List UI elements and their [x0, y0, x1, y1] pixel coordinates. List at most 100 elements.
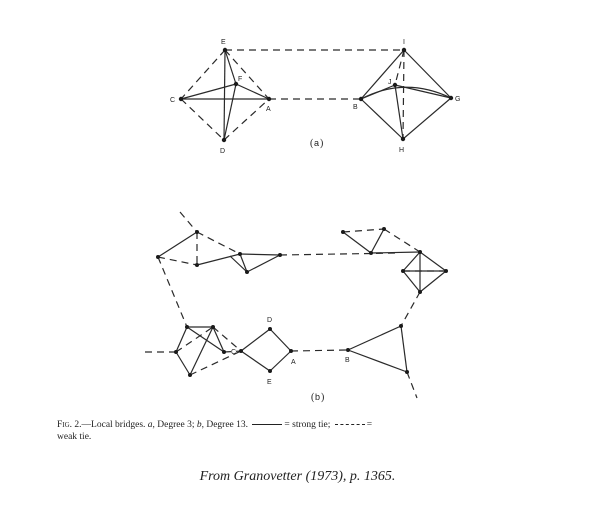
edge-b-B-bot [347, 349, 408, 373]
edge-b-tl-10 [239, 253, 248, 273]
node-b-B-label: B [345, 357, 350, 364]
panel-a-close-paren: ) [320, 138, 323, 149]
node-a-G-label: G [455, 96, 460, 103]
node-b-3 [195, 263, 199, 267]
node-a-H [400, 136, 406, 142]
edge-b-tr-3 [370, 228, 385, 254]
edge-a-C-F [180, 83, 237, 100]
node-b-A-label: A [291, 359, 296, 366]
figure-caption: Fig. 2.—Local bridges. a, Degree 3; b, D… [57, 419, 547, 443]
edge-a-I-G [403, 49, 452, 99]
node-b-19 [399, 324, 403, 328]
node-a-D-label: D [220, 148, 225, 155]
node-b-C-label: C [231, 349, 236, 356]
node-b-E [268, 369, 272, 373]
node-b-6 [278, 253, 282, 257]
edge-b-tl-8 [239, 253, 281, 256]
node-b-14 [185, 325, 189, 329]
edge-a-C-D [180, 98, 225, 141]
node-b-18 [222, 350, 226, 354]
node-b-8 [382, 227, 386, 231]
edge-b-tr-6 [419, 251, 447, 272]
edge-b-bl-2 [175, 326, 188, 353]
node-a-C-label: C [170, 97, 175, 104]
node-b-D-label: D [267, 317, 272, 324]
edge-b-E-C [240, 350, 271, 372]
edge-a-E-D [223, 49, 226, 141]
caption-a-letter: a [147, 420, 153, 430]
node-a-A [266, 96, 272, 102]
node-b-11 [401, 269, 405, 273]
panel-a-letter: a [314, 138, 319, 148]
caption-text-part2: , Degree 3; [152, 420, 197, 430]
edge-b-tl-5 [196, 231, 241, 255]
edge-b-tr-10 [419, 270, 447, 293]
node-a-B-label: B [353, 104, 358, 111]
edge-b-tr-11 [402, 251, 421, 272]
caption-fig-label: Fig. 2. [57, 420, 82, 430]
edge-b-A-E [269, 350, 292, 372]
node-b-C [239, 349, 243, 353]
node-b-10 [418, 250, 422, 254]
node-a-B [358, 96, 364, 102]
edge-a-F-A [235, 83, 270, 100]
node-b-15 [211, 325, 215, 329]
edge-a-B-G [360, 86, 452, 100]
node-a-F-label: F [238, 76, 242, 83]
node-b-1 [195, 230, 199, 234]
edge-b-bl-6 [212, 326, 225, 353]
edge-b-tr-2 [342, 231, 372, 254]
source-citation: From Granovetter (1973), p. 1365. [199, 469, 396, 484]
node-b-2 [156, 255, 160, 259]
edge-b-bl-7 [175, 326, 214, 353]
edge-b-C-D [240, 328, 271, 352]
node-a-J [392, 82, 398, 88]
node-b-5 [245, 270, 249, 274]
panel-b-letter: b [315, 392, 320, 402]
node-b-12 [444, 269, 448, 273]
node-a-E [222, 47, 228, 53]
node-b-13 [418, 290, 422, 294]
edge-b-B-top [347, 325, 402, 351]
node-a-I [401, 47, 407, 53]
node-b-20 [405, 370, 409, 374]
node-a-J-label: J [388, 79, 392, 86]
weak-tie-legend-line [334, 424, 365, 426]
edge-a-E-C [180, 49, 226, 100]
panel-b-open-paren: ( [311, 392, 315, 403]
edge-b-right-bridge [400, 291, 421, 327]
panel-b: D C A E B ( b ) [145, 211, 448, 403]
edge-a-J-H [394, 84, 404, 140]
node-b-A [289, 349, 293, 353]
node-a-D [221, 137, 227, 143]
edge-b-tr-1 [342, 228, 385, 233]
node-b-4 [238, 252, 242, 256]
caption-line-2: weak tie. [57, 432, 92, 442]
edge-a-D-A [223, 98, 270, 141]
node-b-E-label: E [267, 379, 272, 386]
node-b-D [268, 327, 272, 331]
caption-strong-legend: = strong tie; [284, 420, 331, 430]
strong-tie-legend-line [252, 424, 283, 426]
edge-a-E-F [224, 49, 237, 85]
edge-b-bl-3 [175, 351, 191, 376]
caption-text-part1: —Local bridges. [81, 420, 148, 430]
edge-b-A-B-bridge [290, 349, 349, 352]
edge-b-bl-10 [212, 326, 242, 352]
edge-b-bl-5 [186, 326, 225, 353]
panel-a: E F C A D I J B G H ( a ) [170, 39, 460, 155]
edge-b-top-bot [400, 325, 408, 373]
edge-a-F-D [223, 83, 237, 141]
edge-b-D-A [269, 328, 292, 352]
edge-b-tl-6 [196, 253, 241, 266]
edge-b-bl-8 [189, 350, 242, 376]
node-a-G [448, 95, 454, 101]
edge-a-E-A [224, 49, 270, 100]
edge-b-tl-1 [179, 211, 198, 233]
edge-a-I-J [394, 49, 405, 86]
node-b-B [346, 348, 350, 352]
edge-b-bl-9 [223, 350, 242, 353]
edge-b-tr-4 [383, 228, 421, 253]
edge-b-br-out [406, 371, 418, 399]
